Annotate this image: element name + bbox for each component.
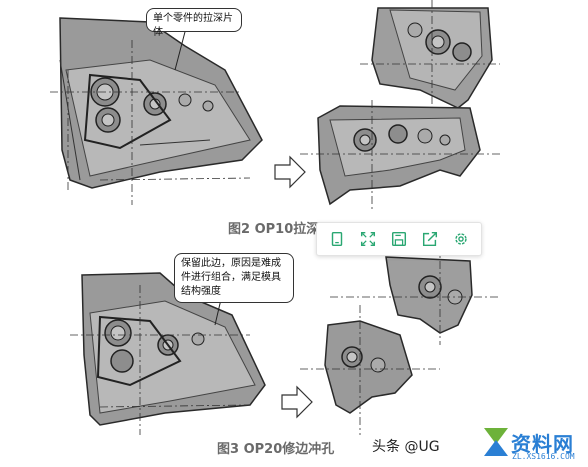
save-icon	[391, 231, 406, 247]
figure-op10-drawing	[50, 0, 500, 210]
op10-caption: 图2 OP10拉深	[228, 222, 320, 237]
fullscreen-button[interactable]	[358, 229, 378, 249]
op20-callout: 保留此边，原因是难成件进行组合，满足模具结构强度	[174, 253, 294, 303]
op20-right-upper-part	[330, 245, 500, 345]
settings-icon	[455, 233, 468, 245]
logo-text: 资料网	[511, 432, 574, 456]
op10-right-lower-part	[300, 100, 500, 210]
op20-arrow-icon	[281, 385, 313, 419]
source-watermark: 头条 @UG	[372, 439, 440, 455]
logo-url: ZL.XS1616.COM	[512, 452, 575, 461]
op10-left-part	[50, 17, 263, 205]
copy-button[interactable]	[327, 229, 347, 249]
callout-leader	[174, 27, 187, 71]
image-toolbar	[316, 222, 482, 256]
op10-arrow-icon	[274, 155, 306, 189]
fullscreen-icon	[360, 231, 375, 247]
settings-button[interactable]	[451, 229, 471, 249]
save-button[interactable]	[389, 229, 409, 249]
share-button[interactable]	[420, 229, 440, 249]
op10-callout: 单个零件的拉深片体	[146, 8, 242, 38]
share-icon	[423, 231, 438, 247]
logo-icon	[484, 428, 508, 456]
op20-caption: 图3 OP20修边冲孔	[217, 442, 335, 457]
op20-right-lower-part	[300, 305, 440, 435]
figure-op20-drawing	[70, 245, 500, 435]
copy-icon	[331, 231, 342, 247]
op20-left-part	[70, 272, 266, 435]
op10-right-upper-part	[360, 0, 500, 110]
